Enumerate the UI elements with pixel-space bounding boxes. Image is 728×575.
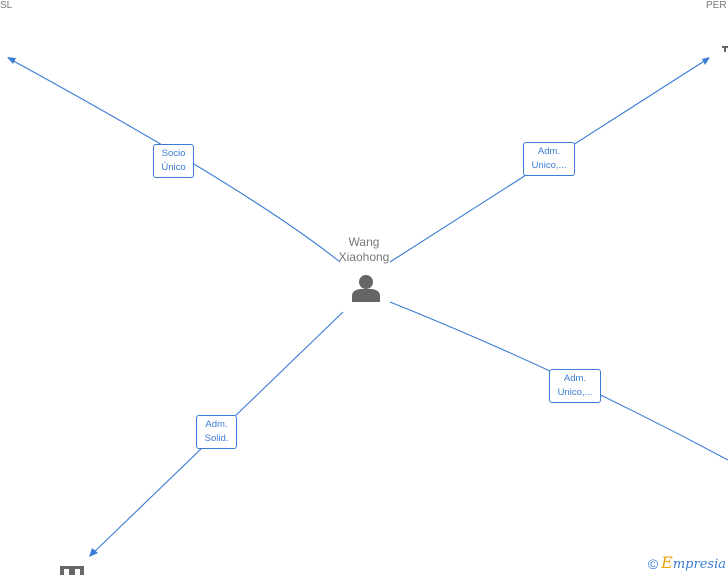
empresia-watermark: © Empresia: [647, 553, 726, 572]
edge-label-adm-solid-line2: Solid.: [204, 433, 229, 444]
edge-label-adm-unico-top-line2: Unico,...: [531, 160, 567, 171]
edge-socio-unico: [7, 57, 341, 263]
edge-label-adm-unico-top[interactable]: Adm. Unico,...: [523, 142, 575, 176]
edge-label-adm-solid[interactable]: Adm. Solid.: [196, 415, 237, 449]
clipped-node-label-top-right: PER: [706, 0, 727, 11]
edge-label-adm-unico-bottom-line2: Unico,...: [557, 387, 593, 398]
edge-label-socio-unico-line2: Único: [161, 162, 186, 173]
edge-label-adm-unico-top-line1: Adm.: [537, 146, 561, 157]
building-icon[interactable]: [60, 566, 84, 575]
arrowhead-top-left: [7, 57, 16, 64]
center-node-name: Wang Xiaohong: [333, 235, 395, 265]
person-icon[interactable]: [351, 274, 381, 302]
clipped-node-icon-top-right[interactable]: [722, 46, 728, 54]
edge-label-adm-unico-bottom[interactable]: Adm. Unico,...: [549, 369, 601, 403]
arrowhead-top-right: [702, 57, 710, 65]
center-node-name-line2: Xiaohong: [338, 250, 390, 264]
edge-label-adm-solid-line1: Adm.: [205, 419, 228, 430]
edge-label-socio-unico-line1: Socio: [161, 148, 186, 159]
empresia-logo-rest: mpresia: [672, 557, 726, 572]
empresia-logo-initial: E: [661, 553, 673, 572]
clipped-node-label-top-left: SL: [0, 0, 13, 11]
arrowhead-bottom-left: [89, 548, 98, 557]
edge-label-socio-unico[interactable]: Socio Único: [153, 144, 194, 178]
copyright-icon: ©: [647, 556, 659, 572]
empresia-logo: Empresia: [661, 553, 726, 572]
edge-label-adm-unico-bottom-line1: Adm.: [563, 373, 587, 384]
center-node-name-line1: Wang: [348, 235, 380, 249]
